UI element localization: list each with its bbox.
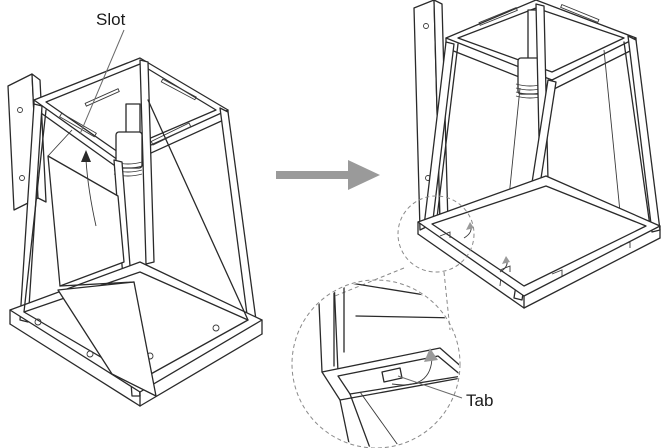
lantern-left <box>7 57 263 407</box>
bottom-frame-right <box>417 175 661 309</box>
insert-arrow-curve <box>85 159 97 227</box>
glass-panel-left <box>47 129 157 397</box>
callout-large-circle <box>291 279 461 448</box>
insert-arrowhead-icon <box>81 150 91 162</box>
lantern-right <box>413 0 661 309</box>
slot-callout: Slot <box>79 10 126 227</box>
callout-small-circle <box>397 195 475 273</box>
socket-left <box>113 103 143 177</box>
slot-label: Slot <box>96 10 126 29</box>
tab-label: Tab <box>466 391 493 410</box>
tab-leader-line <box>397 375 463 399</box>
zoom-tab-arrow-icon <box>391 355 433 386</box>
direction-arrow-icon <box>276 160 380 190</box>
zoom-detail <box>317 281 459 447</box>
detail-callout: Tab <box>291 195 493 448</box>
slot-leader-line <box>79 29 125 135</box>
